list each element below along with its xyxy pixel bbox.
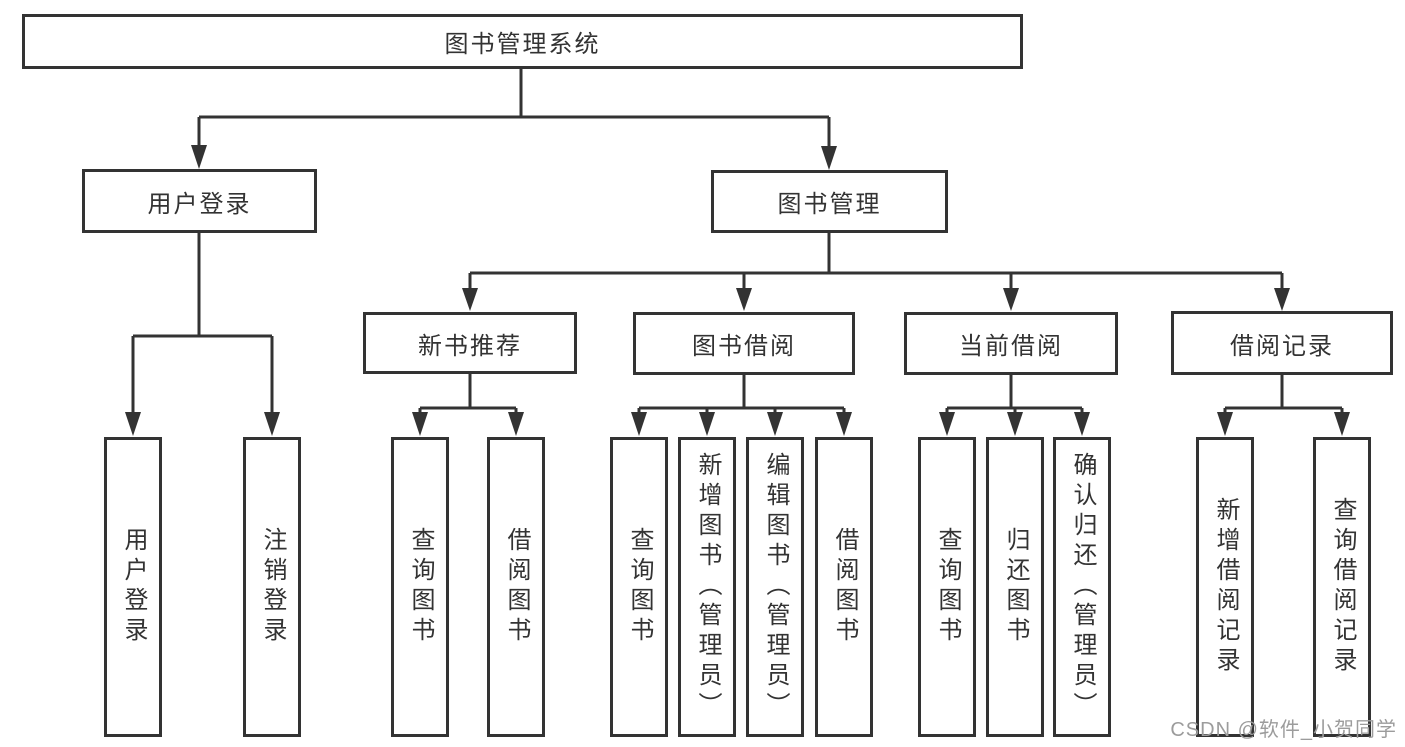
arrow-icon [1074, 412, 1090, 436]
leaf-user-login: 用户登录 [104, 437, 162, 737]
connector-arrowheads [125, 145, 1350, 436]
arrow-icon [462, 288, 478, 311]
arrow-icon [1217, 412, 1233, 436]
leaf-borrow-books-1: 借阅图书 [487, 437, 545, 737]
leaf-query-borrow-record: 查询借阅记录 [1313, 437, 1371, 737]
leaf-confirm-return-admin: 确认归还（管理员） [1053, 437, 1111, 737]
node-book-borrowing: 图书借阅 [633, 312, 855, 375]
leaf-return-books: 归还图书 [986, 437, 1044, 737]
node-new-book-recommendation: 新书推荐 [363, 312, 577, 374]
arrow-icon [1007, 412, 1023, 436]
arrow-icon [631, 412, 647, 436]
arrow-icon [191, 145, 207, 169]
arrow-icon [821, 146, 837, 170]
node-library-management-system: 图书管理系统 [22, 14, 1023, 69]
arrow-icon [125, 412, 141, 436]
leaf-logout: 注销登录 [243, 437, 301, 737]
leaf-add-borrow-record: 新增借阅记录 [1196, 437, 1254, 737]
node-borrowing-records: 借阅记录 [1171, 311, 1393, 375]
arrow-icon [836, 412, 852, 436]
leaf-query-books-1: 查询图书 [391, 437, 449, 737]
leaf-borrow-books-2: 借阅图书 [815, 437, 873, 737]
arrow-icon [1334, 412, 1350, 436]
node-book-management: 图书管理 [711, 170, 948, 233]
arrow-icon [1274, 288, 1290, 311]
leaf-add-book-admin: 新增图书（管理员） [678, 437, 736, 737]
node-current-borrowing: 当前借阅 [904, 312, 1118, 375]
arrow-icon [939, 412, 955, 436]
arrow-icon [264, 412, 280, 436]
connector-paths [131, 68, 1344, 415]
leaf-edit-book-admin: 编辑图书（管理员） [746, 437, 804, 737]
arrow-icon [412, 412, 428, 436]
watermark: CSDN @软件_小贺同学 [1170, 719, 1397, 741]
leaf-query-books-3: 查询图书 [918, 437, 976, 737]
arrow-icon [508, 412, 524, 436]
node-user-login: 用户登录 [82, 169, 317, 233]
leaf-query-books-2: 查询图书 [610, 437, 668, 737]
arrow-icon [699, 412, 715, 436]
arrow-icon [736, 288, 752, 311]
arrow-icon [767, 412, 783, 436]
arrow-icon [1003, 288, 1019, 311]
